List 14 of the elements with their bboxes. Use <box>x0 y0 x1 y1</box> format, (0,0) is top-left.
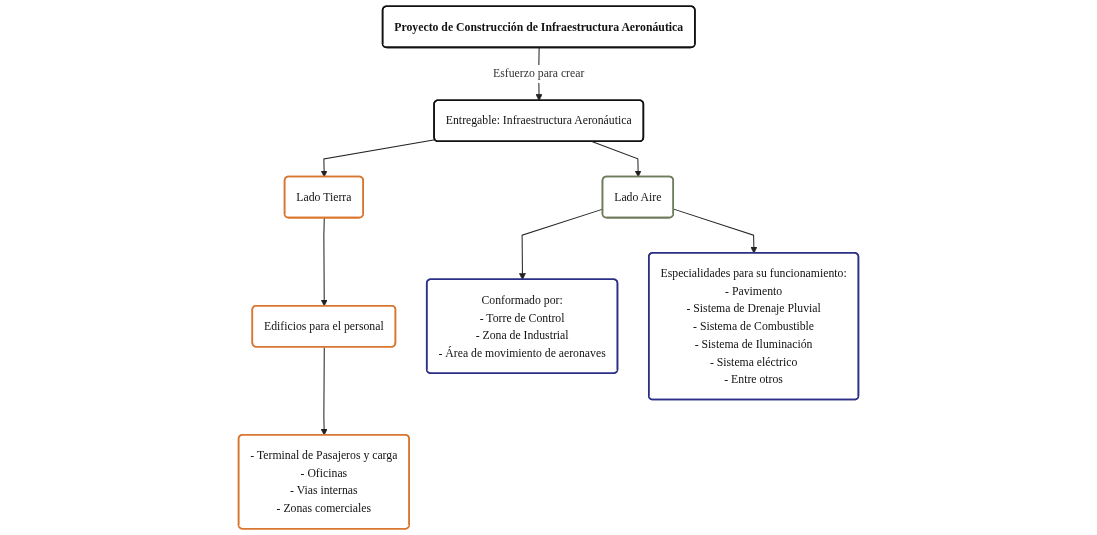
arrow <box>673 208 758 254</box>
process-box: Especialidades para su funcionamiento: - Pavimento - Sistema de Drenaje Pluvial - Sistema de Combustible - Sistema de Iluminación - Sistema eléctrico - Entre otros <box>648 252 860 401</box>
arrow <box>320 139 436 178</box>
arrow <box>320 346 328 436</box>
edge-label: Esfuerzo para crear <box>493 64 585 83</box>
process-box: Lado Tierra <box>283 175 364 219</box>
process-box: Conformado por: - Torre de Control - Zona de Industrial - Área de movimiento de aeronaves <box>425 278 619 374</box>
process-box: Entregable: Infraestructura Aeronáutica <box>433 99 645 143</box>
arrow <box>320 217 328 307</box>
arrow <box>592 141 642 178</box>
process-box: - Terminal de Pasajeros y carga - Oficinas - Vias internas - Zonas comerciales <box>237 434 410 530</box>
process-box: Proyecto de Construcción de Infraestructura Aeronáutica <box>381 5 696 49</box>
process-box: Lado Aire <box>601 175 674 219</box>
process-box: Edificios para el personal <box>251 304 397 348</box>
